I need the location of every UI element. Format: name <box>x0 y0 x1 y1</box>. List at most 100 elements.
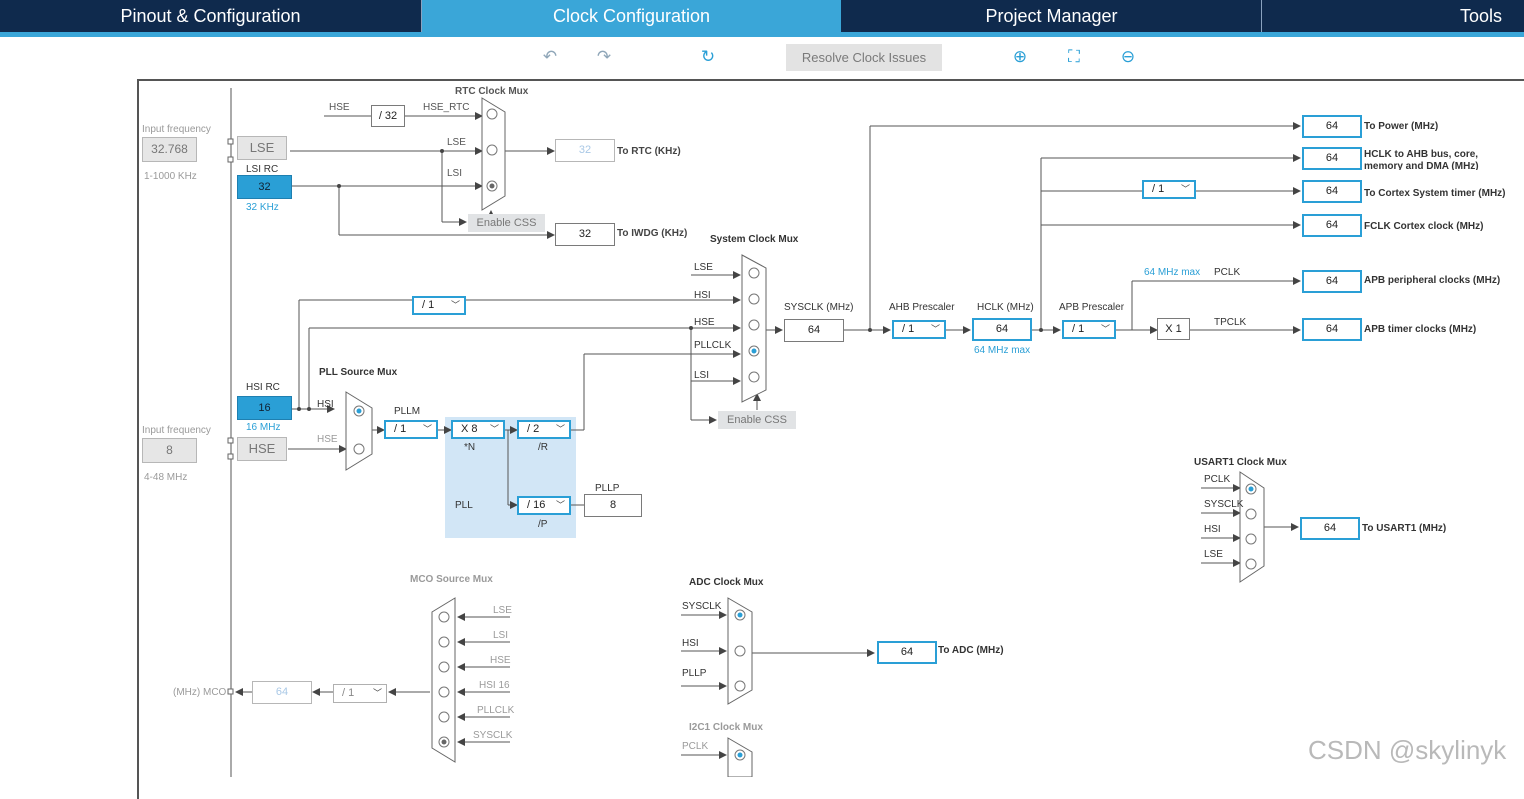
sysclk-label: SYSCLK (MHz) <box>784 302 854 313</box>
apb-peripheral-output-value: 64 <box>1302 270 1362 293</box>
pllr-value: / 2 <box>527 423 540 435</box>
mco-input-sysclk: SYSCLK <box>473 730 513 741</box>
fit-screen-icon[interactable]: ⛶ <box>1068 47 1080 66</box>
undo-icon[interactable]: ↶ <box>542 47 558 66</box>
tab-tools[interactable]: Tools <box>1459 6 1502 26</box>
hsi-sys-divider-select[interactable]: / 1﹀ <box>412 296 466 315</box>
mco-divider-select[interactable]: / 1 ﹀ <box>333 684 387 703</box>
i2c1-clock-mux-title: I2C1 Clock Mux <box>689 722 763 733</box>
sysmux-input-lsi: LSI <box>694 370 710 381</box>
resolve-clock-issues-button[interactable]: Resolve Clock Issues <box>786 44 942 71</box>
ahb-prescaler-label: AHB Prescaler <box>889 302 955 313</box>
usart-input-sysclk: SYSCLK <box>1204 499 1244 510</box>
lse-source[interactable]: LSE <box>237 136 287 160</box>
pllp-divider-select[interactable]: / 16﹀ <box>517 496 571 515</box>
zoom-out-icon[interactable]: ⊖ <box>1120 47 1136 66</box>
pll-block-label: PLL <box>455 500 473 511</box>
chevron-down-icon: ﹀ <box>422 424 432 434</box>
pll-hse-label: HSE <box>317 434 338 445</box>
plln-label: *N <box>464 442 476 453</box>
hclk-label: HCLK (MHz) <box>977 302 1034 313</box>
power-output-label: To Power (MHz) <box>1364 121 1439 132</box>
pclk-label: PCLK <box>1214 267 1241 278</box>
rtc-hse-input-label: HSE <box>329 102 350 113</box>
hsi-rc-value[interactable]: 16 <box>237 396 292 420</box>
rtc-clock-mux-title: RTC Clock Mux <box>455 86 529 97</box>
sys-enable-css-button[interactable]: Enable CSS <box>718 411 796 429</box>
iwdg-output-label: To IWDG (KHz) <box>617 228 688 239</box>
lsi-rc-value[interactable]: 32 <box>237 175 292 199</box>
system-clock-mux-title: System Clock Mux <box>710 234 799 245</box>
pllp-div-label: /P <box>538 519 548 530</box>
apb-prescaler-label: APB Prescaler <box>1059 302 1125 313</box>
hse-rtc-label: HSE_RTC <box>423 102 470 113</box>
redo-icon[interactable]: ↷ <box>596 47 612 66</box>
pll-source-mux-title: PLL Source Mux <box>319 367 398 378</box>
cortex-timer-output-label: To Cortex System timer (MHz) <box>1364 188 1506 199</box>
chevron-down-icon: ﹀ <box>555 424 565 434</box>
lsi-rc-title: LSI RC <box>246 164 279 175</box>
sysmux-input-hse: HSE <box>694 317 715 328</box>
i2c-input-pclk: PCLK <box>682 741 709 752</box>
chevron-down-icon: ﹀ <box>489 424 499 434</box>
chevron-down-icon: ﹀ <box>930 324 940 334</box>
tab-pinout-configuration[interactable]: Pinout & Configuration <box>0 0 422 32</box>
hclk-value[interactable]: 64 <box>972 318 1032 341</box>
fclk-output-label: FCLK Cortex clock (MHz) <box>1364 221 1484 232</box>
pllm-select[interactable]: / 1﹀ <box>384 420 438 439</box>
apb-prescaler-select[interactable]: / 1﹀ <box>1062 320 1116 339</box>
top-tab-bar: Pinout & Configuration Clock Configurati… <box>0 0 1524 37</box>
hse-input-frequency-label: Input frequency <box>142 425 211 436</box>
lsi-unit-label: 32 KHz <box>246 202 279 213</box>
chevron-down-icon: ﹀ <box>372 688 382 698</box>
hse-source[interactable]: HSE <box>237 437 287 461</box>
chevron-down-icon: ﹀ <box>450 300 460 310</box>
pllr-divider-select[interactable]: / 2 ﹀ <box>517 420 571 439</box>
mco-output-value: 64 <box>252 681 312 704</box>
usart-input-pclk: PCLK <box>1204 474 1231 485</box>
plln-multiplier-select[interactable]: X 8 ﹀ <box>451 420 505 439</box>
cortex-timer-divider-select[interactable]: / 1﹀ <box>1142 180 1196 199</box>
plln-value: X 8 <box>461 423 478 435</box>
hclk-ahb-output-label: HCLK to AHB bus, core, memory and DMA (M… <box>1364 149 1479 170</box>
hclk-ahb-output-value: 64 <box>1302 147 1362 170</box>
refresh-icon[interactable]: ↻ <box>700 47 716 66</box>
rtc-output-value: 32 <box>555 139 615 162</box>
adc-input-hsi: HSI <box>682 638 699 649</box>
mco-source-mux-title: MCO Source Mux <box>410 574 493 585</box>
ahb-prescaler-value: / 1 <box>902 323 915 335</box>
mco-input-hsi16: HSI 16 <box>479 680 510 691</box>
iwdg-output-value: 32 <box>555 223 615 246</box>
power-output-value: 64 <box>1302 115 1362 138</box>
rtc-lsi-label: LSI <box>447 168 463 179</box>
mco-divider-value: / 1 <box>342 687 355 699</box>
tab-project-manager[interactable]: Project Manager <box>842 0 1262 32</box>
ahb-prescaler-select[interactable]: / 1 ﹀ <box>892 320 946 339</box>
adc-input-sysclk: SYSCLK <box>682 601 722 612</box>
timer-multiplier: X 1 <box>1157 318 1190 340</box>
chevron-down-icon: ﹀ <box>1100 324 1110 334</box>
hse-range-label: 4-48 MHz <box>144 472 188 483</box>
mco-input-pllclk: PLLCLK <box>477 705 515 716</box>
mco-input-lsi: LSI <box>493 630 509 641</box>
rtc-lse-label: LSE <box>447 137 466 148</box>
hse-input-frequency-field[interactable]: 8 <box>142 438 197 463</box>
rtc-enable-css-button[interactable]: Enable CSS <box>468 214 545 232</box>
pllm-label: PLLM <box>394 406 421 417</box>
tab-clock-configuration[interactable]: Clock Configuration <box>422 0 841 32</box>
hclk-max-label: 64 MHz max <box>974 345 1031 356</box>
clock-diagram-canvas <box>137 79 1524 799</box>
zoom-in-icon[interactable]: ⊕ <box>1012 47 1028 66</box>
pllp-label: PLLP <box>595 483 620 494</box>
lse-input-frequency-field[interactable]: 32.768 <box>142 137 197 162</box>
apb-peripheral-output-label: APB peripheral clocks (MHz) <box>1364 275 1501 286</box>
usart1-clock-mux-title: USART1 Clock Mux <box>1194 457 1287 468</box>
apb-timer-output-label: APB timer clocks (MHz) <box>1364 324 1477 335</box>
rtc-div-32: / 32 <box>371 105 405 127</box>
pllp-div-value: / 16 <box>527 499 546 511</box>
sysclk-value[interactable]: 64 <box>784 319 844 342</box>
usart1-output-label: To USART1 (MHz) <box>1362 523 1447 534</box>
cortex-timer-divider-value: / 1 <box>1152 183 1165 195</box>
sysmux-input-hsi: HSI <box>694 290 711 301</box>
sysmux-input-pllclk: PLLCLK <box>694 340 732 351</box>
